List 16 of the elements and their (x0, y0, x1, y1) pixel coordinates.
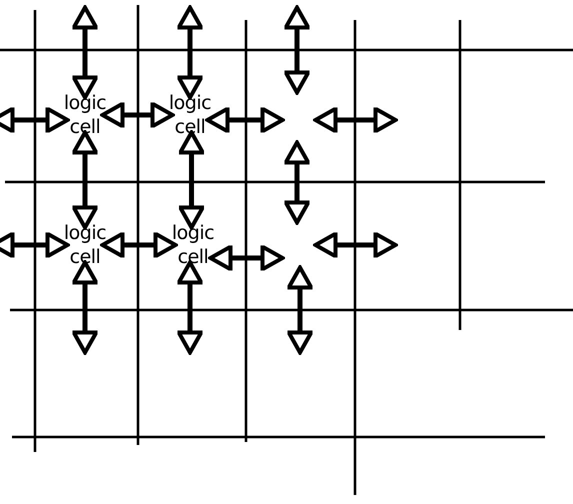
cell-label: logic cell (62, 221, 108, 269)
double-arrow (178, 130, 205, 230)
double-arrow (72, 6, 98, 100)
double-arrow (100, 232, 178, 258)
double-arrow (72, 130, 98, 230)
cell-label: logic cell (62, 91, 108, 139)
double-arrow (206, 106, 284, 134)
cell-label: logic cell (168, 91, 212, 139)
double-arrow (100, 102, 174, 128)
cell-label: logic cell (170, 221, 216, 269)
double-arrow (208, 244, 284, 272)
double-arrow (176, 6, 204, 100)
double-arrow (0, 106, 70, 134)
double-arrow (176, 260, 204, 354)
double-arrow (72, 260, 98, 354)
double-arrow (0, 232, 70, 258)
